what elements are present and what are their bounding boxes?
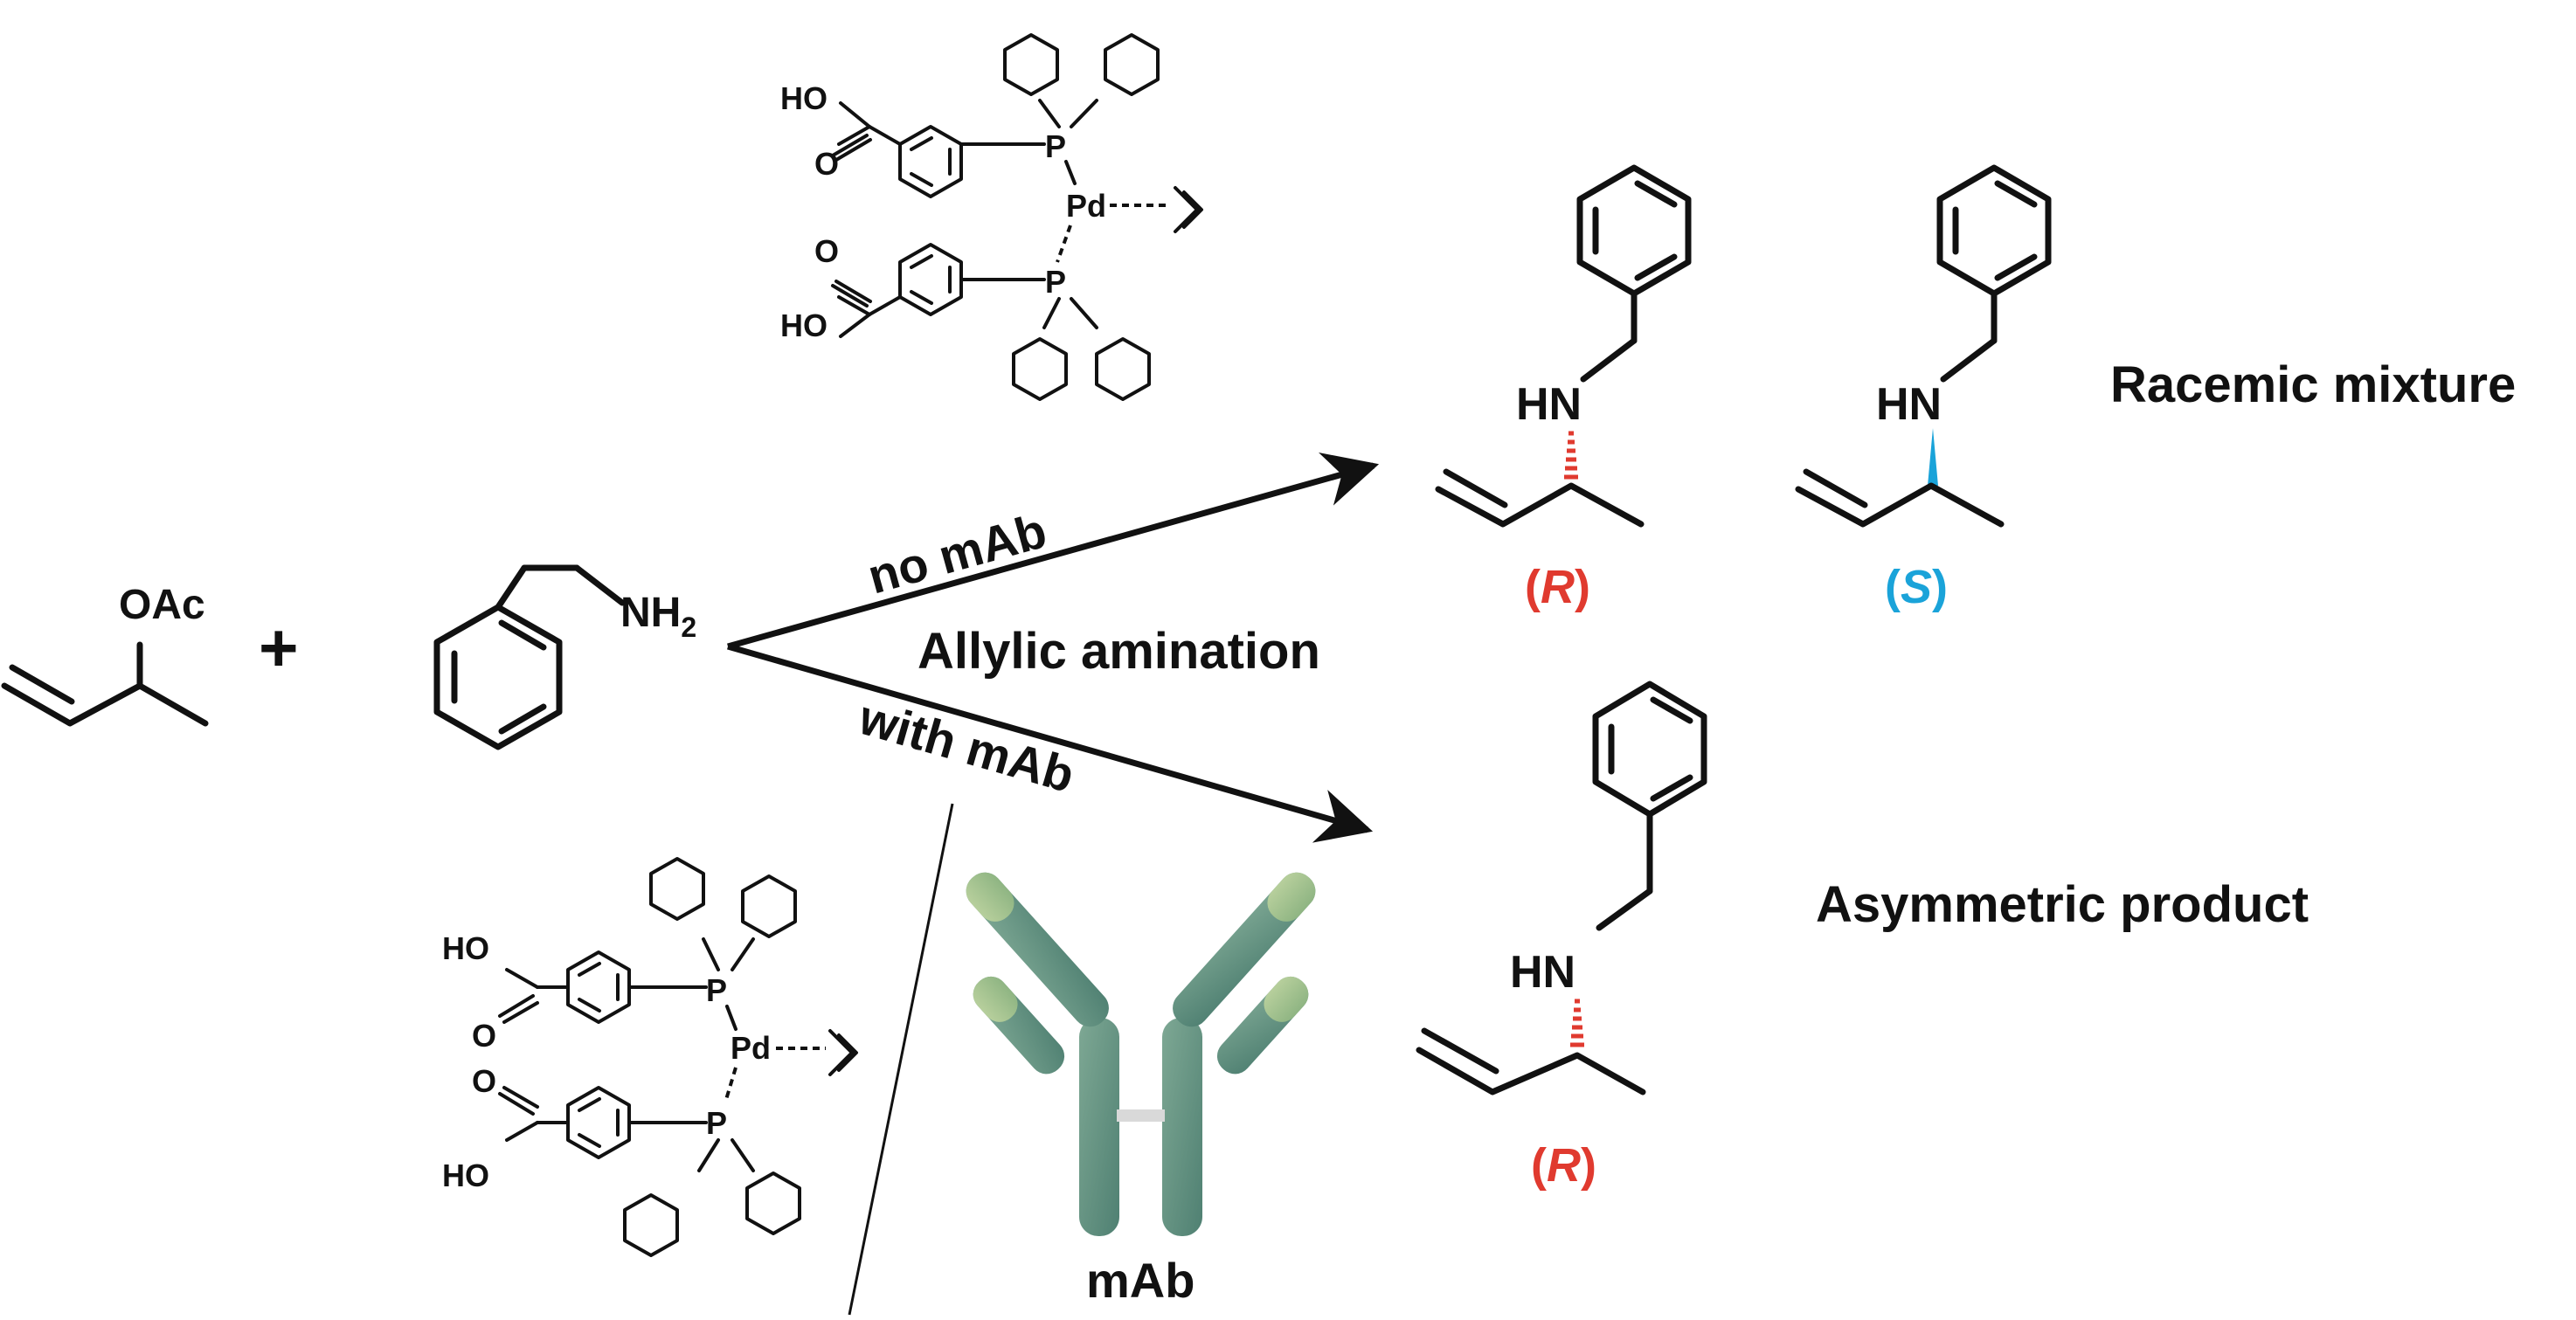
acid-oh-top-1: HO (780, 80, 828, 116)
product-s-amine: HN (1876, 379, 1942, 430)
reaction-arrows: no mAb Allylic amination with mAb (727, 452, 1380, 843)
product-s: HN (S) (1795, 164, 2052, 613)
product-r-bottom-amine: HN (1510, 947, 1575, 998)
acid-oh-bottom-1: HO (442, 930, 489, 966)
acid-oh-top-2: HO (780, 308, 828, 343)
antibody-graphic: mAb (966, 872, 1316, 1308)
product-r-top-amine: HN (1516, 379, 1582, 430)
stereo-wedge-s (1928, 428, 1938, 486)
phosphorus-top-2: P (1045, 264, 1066, 300)
acid-o-bottom-2: O (472, 1063, 496, 1099)
antibody-label: mAb (1086, 1253, 1195, 1308)
allyl-acetate: OAc (1, 582, 209, 727)
acid-o-top-1: O (814, 146, 839, 182)
product-r-bottom: HN (R) (1416, 681, 1707, 1192)
acetate-label: OAc (119, 582, 205, 628)
label-racemic: Racemic mixture (2110, 356, 2516, 413)
phosphorus-bottom-2: P (706, 1105, 727, 1141)
catalyst-bottom: HO O P Pd P O HO (442, 857, 858, 1257)
palladium-bottom: Pd (731, 1030, 771, 1066)
divider-line (848, 803, 954, 1316)
label-allylic-amination: Allylic amination (918, 623, 1320, 680)
config-s: (S) (1885, 561, 1948, 613)
config-r-bottom: (R) (1531, 1139, 1596, 1192)
label-with-mab: with mAb (853, 689, 1081, 803)
phosphorus-bottom-1: P (706, 972, 727, 1008)
catalyst-top: HO O P Pd P O HO (780, 33, 1203, 401)
stereo-hash-r-bottom (1570, 999, 1584, 1047)
arrow-with-mab (727, 643, 1374, 843)
plus-sign: + (259, 609, 299, 686)
label-asymmetric: Asymmetric product (1816, 876, 2309, 933)
phosphorus-top-1: P (1045, 128, 1066, 164)
label-no-mab: no mAb (862, 502, 1052, 604)
arrow-no-mab (727, 452, 1380, 650)
acid-oh-bottom-2: HO (442, 1158, 489, 1193)
acid-o-bottom-1: O (472, 1018, 496, 1054)
product-r-top: HN (R) (1435, 164, 1692, 613)
palladium-top: Pd (1066, 188, 1106, 224)
config-r-top: (R) (1525, 561, 1590, 613)
stereo-hash-r-top (1564, 431, 1578, 480)
amine-label: NH2 (620, 590, 696, 643)
benzylamine: NH2 (433, 564, 696, 750)
acid-o-top-2: O (814, 233, 839, 269)
